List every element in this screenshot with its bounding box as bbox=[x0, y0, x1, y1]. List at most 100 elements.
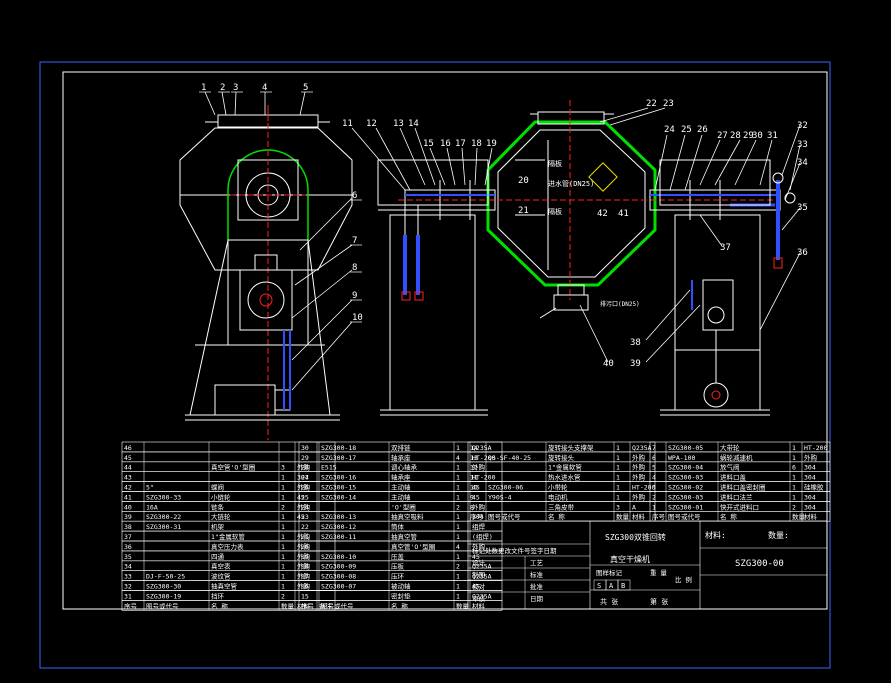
table-cell: 调心轴承 bbox=[391, 463, 418, 472]
table-cell: 34 bbox=[124, 563, 132, 571]
table-cell: 304 bbox=[804, 464, 816, 472]
table-cell: 外购 bbox=[297, 552, 311, 561]
table-cell: E515 bbox=[321, 464, 337, 472]
table-header-cell: 材料 bbox=[804, 512, 818, 521]
front-view bbox=[377, 100, 796, 416]
table-cell: 45 bbox=[472, 583, 480, 591]
callout-number: 37 bbox=[720, 243, 731, 253]
table-cell: 1 bbox=[456, 573, 460, 581]
table-cell: 2 bbox=[652, 493, 656, 501]
table-cell: Q235A bbox=[472, 573, 492, 581]
table-cell: SZG300-14 bbox=[321, 493, 356, 501]
table-cell: 304 bbox=[472, 513, 484, 521]
table-cell: Q235A bbox=[472, 592, 492, 600]
table-cell: SZG300-03 bbox=[668, 493, 703, 501]
callout-number: 4 bbox=[262, 83, 267, 93]
table-cell: SZG300-08 bbox=[321, 573, 356, 581]
table-cell: 45 bbox=[297, 493, 305, 501]
callout-number: 10 bbox=[352, 313, 363, 323]
table-cell: SZG300-07 bbox=[321, 583, 356, 591]
table-cell: 304 bbox=[804, 503, 816, 511]
table-cell: SZG300-10 bbox=[321, 553, 356, 561]
table-cell: 外购 bbox=[632, 453, 646, 462]
callout-number: 35 bbox=[797, 203, 808, 213]
table-cell: 真空管'O'型圈 bbox=[391, 542, 435, 551]
table-cell: 1 bbox=[792, 454, 796, 462]
table-cell: 45 bbox=[124, 454, 132, 462]
table-cell: 41 bbox=[124, 493, 132, 501]
table-cell: Q235A bbox=[472, 444, 492, 452]
table-cell: 4 bbox=[456, 543, 460, 551]
project-name: SZG300双锥回转 bbox=[605, 532, 666, 542]
table-cell: 1 bbox=[281, 493, 285, 501]
callout-number: 14 bbox=[408, 119, 419, 129]
callout-number: 39 bbox=[630, 359, 641, 369]
table-cell: 13 bbox=[470, 454, 478, 462]
table-cell: 304 bbox=[804, 493, 816, 501]
callout-number: 33 bbox=[797, 140, 808, 150]
table-cell: 1 bbox=[616, 444, 620, 452]
table-cell: 小链轮 bbox=[211, 492, 231, 501]
mark-cell: S bbox=[597, 582, 601, 590]
table-cell: 1"金属软管 bbox=[548, 463, 582, 472]
title-row-label: 审核 bbox=[472, 594, 486, 603]
table-cell: 'O'型圈 bbox=[391, 502, 416, 511]
table-cell: 主动轴 bbox=[391, 492, 411, 501]
callout-number: 34 bbox=[797, 158, 808, 168]
callout-number: 24 bbox=[664, 125, 675, 135]
table-cell: 6 bbox=[652, 454, 656, 462]
table-cell: SZG300-11 bbox=[321, 533, 356, 541]
table-cell: 1 bbox=[616, 474, 620, 482]
callout-number: 19 bbox=[486, 139, 497, 149]
side-vessel-body bbox=[179, 127, 353, 271]
callout-number: 15 bbox=[423, 139, 434, 149]
table-header-cell: 序号 bbox=[124, 601, 138, 610]
table-cell: 1 bbox=[281, 484, 285, 492]
title-row-label: 设计 bbox=[472, 558, 486, 567]
callout-number: 16 bbox=[440, 139, 451, 149]
table-cell: 外购 bbox=[804, 453, 818, 462]
table-cell: 外购 bbox=[297, 502, 311, 511]
table-header-cell: 材料 bbox=[297, 601, 311, 610]
table-cell: 33 bbox=[124, 573, 132, 581]
table-header-cell: 图号或代号 bbox=[668, 512, 701, 521]
table-cell: 46 bbox=[124, 444, 132, 452]
table-cell: QS-SF-40-25 bbox=[488, 454, 531, 462]
table-cell: 9 bbox=[470, 493, 474, 501]
table-cell: 外购 bbox=[297, 532, 311, 541]
table-cell: 2 bbox=[281, 503, 285, 511]
table-cell: 17 bbox=[301, 573, 309, 581]
table-cell: SZG300-22 bbox=[146, 513, 181, 521]
table-cell: 1 bbox=[281, 563, 285, 571]
table-cell: 抽真空吸料 bbox=[391, 512, 424, 521]
baffle-label: 隔板 bbox=[548, 207, 562, 216]
table-cell: 组焊 bbox=[472, 522, 486, 531]
table-cell: 21 bbox=[301, 533, 309, 541]
table-cell: 1 bbox=[616, 493, 620, 501]
table-cell: SZG300-04 bbox=[668, 464, 703, 472]
table-cell: 1 bbox=[652, 503, 656, 511]
table-cell: 进料口盖密封圈 bbox=[720, 483, 766, 492]
table-cell: 热水进水管 bbox=[548, 473, 581, 482]
table-cell: 2 bbox=[456, 503, 460, 511]
table-cell: Y90S-4 bbox=[488, 493, 512, 501]
scale-label: 图样标记 bbox=[596, 568, 623, 577]
table-cell: 压盖 bbox=[391, 552, 405, 561]
callout-number: 22 bbox=[646, 99, 657, 109]
motor bbox=[214, 384, 276, 416]
table-cell: 进料口法兰 bbox=[720, 492, 753, 501]
table-cell: 1 bbox=[281, 553, 285, 561]
left-support bbox=[377, 159, 489, 206]
table-cell: 11 bbox=[470, 474, 478, 482]
table-cell: DJ-F-50-25 bbox=[146, 573, 185, 581]
table-cell: 主动轴 bbox=[391, 483, 411, 492]
callout-number: 32 bbox=[797, 121, 808, 131]
inlet-pipe-label: 进水管(DN25) bbox=[548, 179, 594, 188]
table-cell: 29 bbox=[301, 454, 309, 462]
callout-number: 40 bbox=[603, 359, 614, 369]
table-cell: 3 bbox=[616, 503, 620, 511]
table-header-cell: 材料 bbox=[632, 512, 646, 521]
table-cell: 硅橡胶 bbox=[804, 483, 824, 492]
table-cell: 16 bbox=[301, 583, 309, 591]
